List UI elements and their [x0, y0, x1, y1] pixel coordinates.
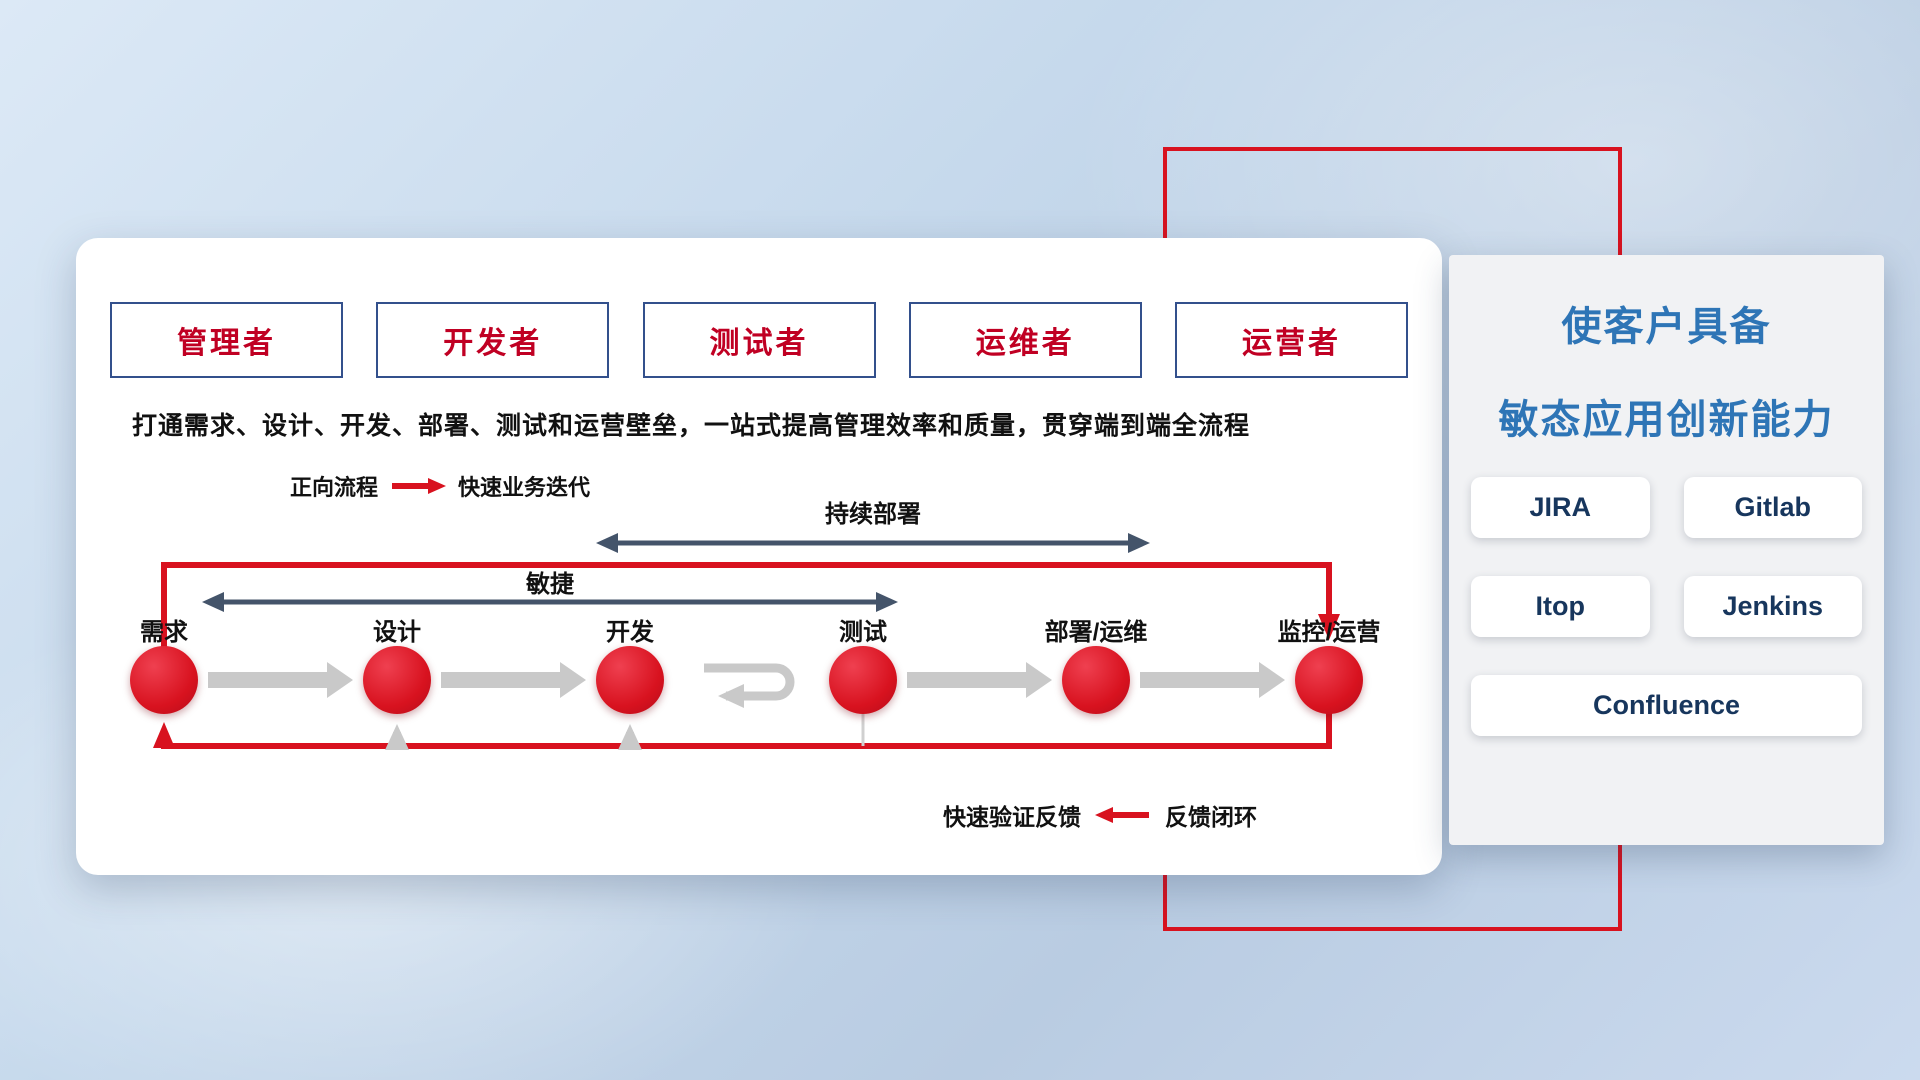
role-box-developer: 开发者: [376, 302, 610, 378]
agile-label: 敏捷: [526, 571, 574, 598]
stage-circle: [130, 646, 198, 714]
stage-label: 监控/运营: [1277, 619, 1381, 646]
role-box-operations: 运维者: [908, 302, 1142, 378]
forward-loop-line: [161, 562, 1340, 658]
stage-label: 测试: [839, 619, 887, 646]
tool-confluence: Confluence: [1471, 675, 1862, 736]
iteration-loop-arrow: [704, 663, 795, 708]
tool-label: JIRA: [1529, 492, 1591, 522]
tool-itop: Itop: [1471, 576, 1650, 637]
workflow-panel: 管理者 开发者 测试者 运维者 运营者 打通需求、设计、开发、部署、测试和运营壁…: [76, 238, 1442, 875]
stage-label: 部署/运维: [1044, 619, 1148, 646]
stage-circle: [1295, 646, 1363, 714]
stage-circle: [363, 646, 431, 714]
feedback-loop-line: [153, 698, 1332, 749]
role-label: 管理者: [177, 327, 276, 360]
tool-jenkins: Jenkins: [1683, 576, 1862, 637]
feedback-arrow-icon: [1095, 807, 1149, 823]
pipeline-description: 打通需求、设计、开发、部署、测试和运营壁垒，一站式提高管理效率和质量，贯穿端到端…: [132, 412, 1251, 440]
role-box-tester: 测试者: [642, 302, 876, 378]
stage-label: 需求: [140, 619, 188, 646]
stage-arrow-deploy-monitor: [1140, 662, 1285, 698]
forward-flow-legend: 正向流程 快速业务迭代: [290, 470, 590, 502]
flow-lines-svg: [153, 533, 1340, 750]
tools-grid: JIRA Gitlab Itop Jenkins Confluence: [1471, 477, 1862, 736]
stage-label: 开发: [606, 619, 654, 646]
forward-flow-legend-label: 正向流程: [290, 475, 379, 500]
stage-arrow-design-development: [441, 662, 586, 698]
capability-title-line1: 使客户具备: [1561, 305, 1772, 349]
tool-label: Itop: [1535, 591, 1585, 621]
tool-gitlab: Gitlab: [1683, 477, 1862, 538]
role-label: 开发者: [443, 327, 543, 360]
role-label: 测试者: [709, 327, 809, 360]
tool-label: Confluence: [1592, 690, 1740, 720]
capability-title-line2: 敏态应用创新能力: [1498, 398, 1835, 442]
feedback-legend-label: 快速验证反馈: [943, 804, 1081, 830]
tool-jira: JIRA: [1471, 477, 1650, 538]
feedback-legend: 快速验证反馈 反馈闭环: [943, 798, 1257, 832]
stage-label: 设计: [373, 619, 421, 646]
forward-arrow-icon: [392, 478, 447, 494]
capability-panel: 使客户具备 敏态应用创新能力 JIRA Gitlab Itop Jenkins …: [1449, 255, 1884, 845]
stage-arrow-testing-deploy: [907, 662, 1052, 698]
tool-label: Jenkins: [1722, 591, 1824, 621]
role-box-business-ops: 运营者: [1175, 302, 1408, 378]
continuous-deploy-label: 持续部署: [825, 501, 921, 528]
stage-circle: [1062, 646, 1130, 714]
stage-arrow-requirements-design: [208, 662, 353, 698]
stage-circle: [596, 646, 664, 714]
stage-circle: [829, 646, 897, 714]
role-box-manager: 管理者: [110, 302, 343, 378]
roles-row: 管理者 开发者 测试者 运维者 运营者: [110, 302, 1408, 378]
feedback-legend-value: 反馈闭环: [1165, 804, 1257, 830]
tool-label: Gitlab: [1734, 492, 1811, 522]
role-label: 运营者: [1242, 327, 1341, 360]
forward-flow-legend-value: 快速业务迭代: [458, 475, 591, 500]
role-label: 运维者: [975, 327, 1075, 360]
capability-title: 使客户具备 敏态应用创新能力: [1449, 281, 1884, 467]
